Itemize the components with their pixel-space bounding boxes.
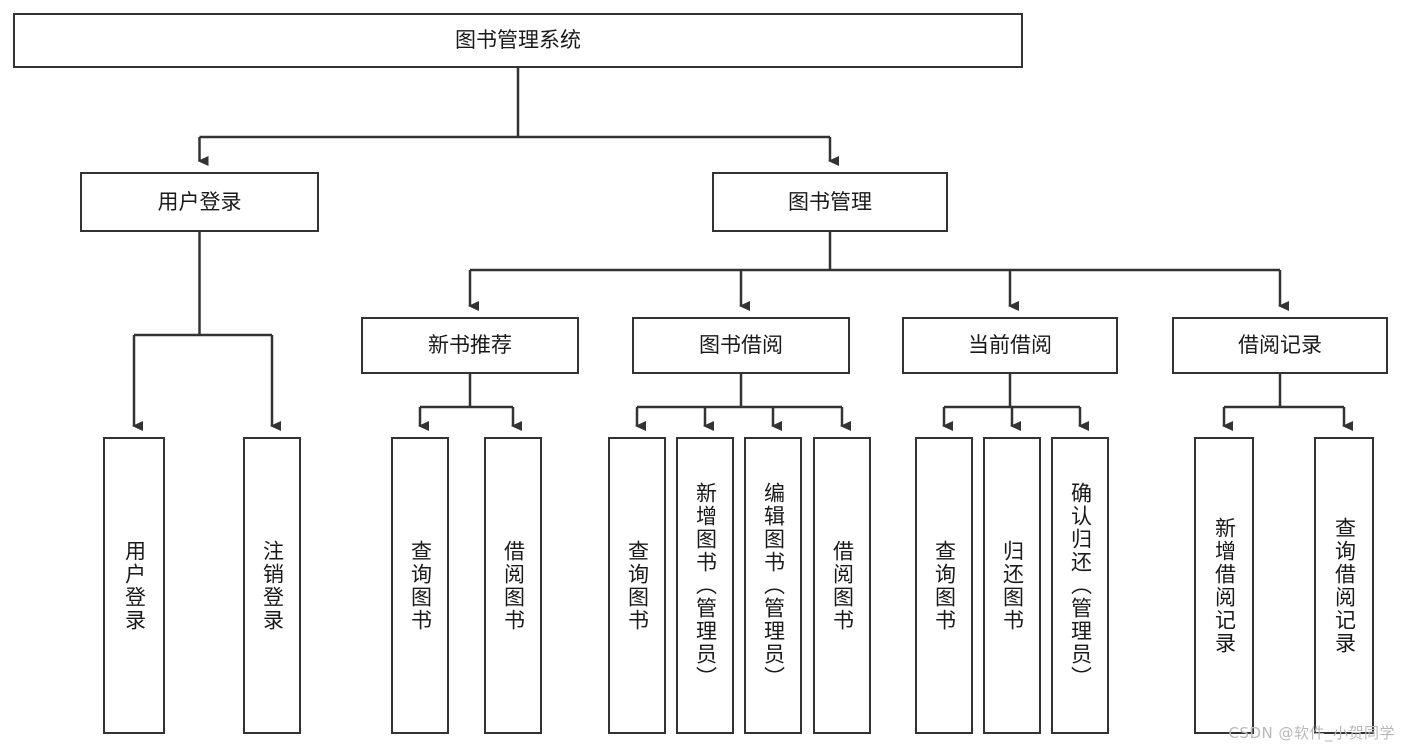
node-leaf-query-book-3[interactable]: 查询图书: [915, 437, 973, 734]
node-label: 查询图书: [625, 539, 650, 632]
node-book-mgmt[interactable]: 图书管理: [712, 172, 948, 232]
node-leaf-query-book-2[interactable]: 查询图书: [608, 437, 666, 734]
node-label: 确认归还（管理员）: [1068, 482, 1093, 689]
node-new-book-rec[interactable]: 新书推荐: [361, 317, 579, 374]
watermark: CSDN @软件_小贺同学: [1228, 724, 1395, 742]
node-label: 借阅记录: [1238, 333, 1322, 358]
node-label: 编辑图书（管理员）: [761, 482, 786, 689]
node-label: 图书管理: [788, 189, 872, 214]
node-leaf-return-book[interactable]: 归还图书: [983, 437, 1041, 734]
node-leaf-add-record[interactable]: 新增借阅记录: [1194, 437, 1254, 734]
node-label: 用户登录: [157, 189, 242, 214]
node-label: 用户登录: [122, 539, 147, 632]
node-leaf-user-logout[interactable]: 注销登录: [243, 437, 301, 734]
node-borrow-record[interactable]: 借阅记录: [1172, 317, 1388, 374]
node-label: 借阅图书: [501, 539, 526, 632]
node-leaf-borrow-book-1[interactable]: 借阅图书: [484, 437, 542, 734]
node-leaf-query-book-1[interactable]: 查询图书: [391, 437, 449, 734]
node-leaf-confirm-return[interactable]: 确认归还（管理员）: [1051, 437, 1109, 734]
node-current-borrow[interactable]: 当前借阅: [902, 317, 1118, 374]
node-user-login[interactable]: 用户登录: [80, 172, 319, 232]
node-leaf-user-login[interactable]: 用户登录: [103, 437, 165, 734]
node-label: 借阅图书: [830, 539, 855, 632]
node-label: 注销登录: [260, 539, 285, 632]
node-label: 查询借阅记录: [1332, 516, 1357, 655]
node-label: 查询图书: [932, 539, 957, 632]
node-leaf-query-record[interactable]: 查询借阅记录: [1314, 437, 1374, 734]
node-leaf-add-book[interactable]: 新增图书（管理员）: [676, 437, 734, 734]
node-book-borrow[interactable]: 图书借阅: [632, 317, 850, 374]
node-label: 新增借阅记录: [1212, 516, 1237, 655]
node-label: 新书推荐: [428, 333, 512, 358]
node-leaf-edit-book[interactable]: 编辑图书（管理员）: [744, 437, 802, 734]
node-label: 新增图书（管理员）: [693, 482, 718, 689]
node-label: 图书管理系统: [455, 28, 581, 53]
node-label: 图书借阅: [699, 333, 783, 358]
node-label: 查询图书: [408, 539, 433, 632]
node-label: 当前借阅: [968, 333, 1052, 358]
node-label: 归还图书: [1000, 539, 1025, 632]
node-leaf-borrow-book-2[interactable]: 借阅图书: [813, 437, 871, 734]
node-root[interactable]: 图书管理系统: [13, 13, 1023, 68]
